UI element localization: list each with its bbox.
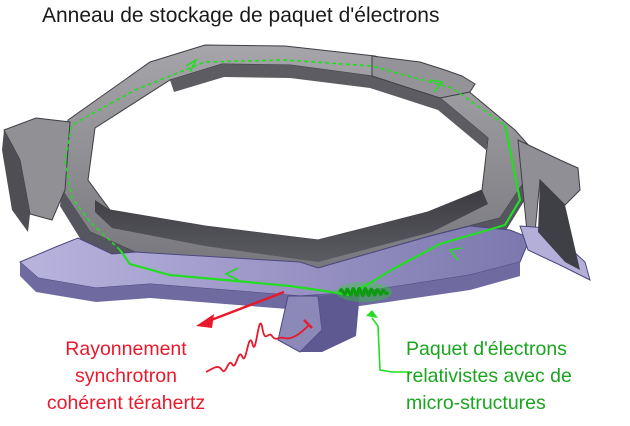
electron-bunch-label: Paquet d'électrons relativistes avec de … [406,338,572,414]
diagram-title: Anneau de stockage de paquet d'électrons [42,4,440,27]
electron-bunch [336,282,392,302]
beam-path-dashed [64,59,506,251]
bunch-pointer [371,317,410,373]
right-branch-dark [538,180,580,270]
radiation-arrow [205,290,285,324]
radiation-label: Rayonnement synchrotron cohérent téraher… [46,338,206,414]
beam-arrow-icon [224,267,239,281]
extraction-port-side [300,292,360,352]
left-arm-side [2,130,30,232]
beam-path-solid [119,124,522,297]
bunch-pointer-arrow-icon [366,310,378,318]
chamber-wall-purple [20,262,520,310]
beam-arrow-icon [429,79,444,93]
ring-inner-wall-front [95,190,488,262]
beam-arrow-icon [185,57,198,73]
beam-arrow-icon [448,247,463,261]
ring-inner-wall-back [170,64,488,150]
terahertz-wave [205,322,309,373]
port-window [303,319,313,329]
radiation-arrowhead-icon [196,314,214,328]
